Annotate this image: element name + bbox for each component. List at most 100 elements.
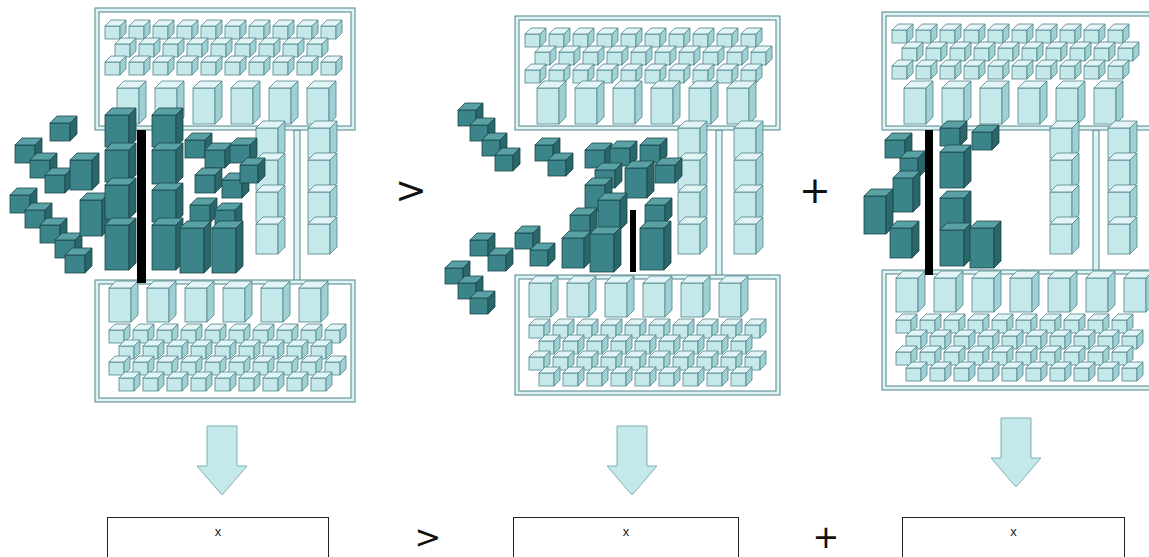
cube xyxy=(549,28,570,47)
operator-symbol: + xyxy=(813,521,840,553)
cube xyxy=(256,185,285,222)
cube xyxy=(1124,271,1149,312)
cube xyxy=(942,81,971,124)
cube xyxy=(129,20,150,39)
cube xyxy=(45,168,72,193)
cube xyxy=(273,20,294,39)
cube xyxy=(974,42,995,61)
box-text: x xyxy=(903,518,1124,539)
cube xyxy=(70,153,99,190)
cube xyxy=(1002,362,1023,381)
cube xyxy=(631,46,652,65)
cube xyxy=(607,46,628,65)
cube xyxy=(645,198,672,223)
down-arrow xyxy=(607,426,657,495)
cube xyxy=(201,56,222,75)
cube xyxy=(734,217,763,254)
cube xyxy=(1050,121,1079,158)
cube xyxy=(988,24,1009,43)
cube xyxy=(212,221,243,273)
cube xyxy=(1108,185,1137,222)
cube xyxy=(152,108,183,147)
cube xyxy=(1108,121,1137,158)
cube xyxy=(559,46,580,65)
cube xyxy=(231,81,260,124)
black-bars xyxy=(137,130,933,283)
operator-symbol: > xyxy=(395,171,427,209)
cube xyxy=(525,28,546,47)
cube xyxy=(904,81,933,124)
cube xyxy=(972,271,1001,312)
cube xyxy=(597,64,618,83)
cube xyxy=(693,64,714,83)
cube xyxy=(1074,362,1095,381)
cube xyxy=(187,38,208,57)
cube xyxy=(549,64,570,83)
cube xyxy=(190,198,217,223)
cube xyxy=(65,248,92,273)
cube xyxy=(535,46,556,65)
cube xyxy=(964,60,985,79)
cube xyxy=(934,271,963,312)
cube xyxy=(105,143,136,182)
cube xyxy=(563,367,584,386)
cube xyxy=(1108,153,1137,190)
cube xyxy=(193,81,222,124)
cube xyxy=(269,81,298,124)
cube xyxy=(180,221,211,273)
result-box: x xyxy=(902,517,1125,557)
divider xyxy=(1093,130,1099,272)
cube xyxy=(152,143,183,184)
cube xyxy=(717,28,738,47)
cube xyxy=(143,372,164,391)
cube xyxy=(1050,153,1079,190)
shelf-frame xyxy=(882,12,1149,130)
cube xyxy=(926,42,947,61)
cube xyxy=(261,281,290,322)
cube xyxy=(727,81,756,124)
shelf-frames xyxy=(95,8,1149,402)
cube xyxy=(734,185,763,222)
cube xyxy=(211,38,232,57)
cube xyxy=(681,276,710,317)
divider xyxy=(294,130,300,282)
cube xyxy=(1050,217,1079,254)
shelf-frame xyxy=(515,16,780,130)
cube xyxy=(575,81,604,124)
cube xyxy=(940,145,971,188)
cube xyxy=(321,56,342,75)
cube xyxy=(651,81,680,124)
cube xyxy=(998,42,1019,61)
cube xyxy=(240,158,265,183)
cube xyxy=(548,153,573,176)
cube xyxy=(215,372,236,391)
cube xyxy=(570,208,597,233)
cube xyxy=(678,217,707,254)
cube xyxy=(239,372,260,391)
cube xyxy=(590,227,621,272)
cube xyxy=(940,191,971,230)
cube xyxy=(105,108,136,147)
cube xyxy=(307,81,336,124)
cube xyxy=(307,38,328,57)
cube xyxy=(1084,24,1105,43)
cube xyxy=(864,189,893,234)
cube xyxy=(693,28,714,47)
cube xyxy=(689,81,718,124)
cube xyxy=(235,38,256,57)
cube xyxy=(488,248,513,271)
cube xyxy=(1108,60,1129,79)
cube xyxy=(1026,362,1047,381)
cube xyxy=(225,56,246,75)
cube xyxy=(964,24,985,43)
cube xyxy=(621,64,642,83)
cube xyxy=(916,60,937,79)
cube xyxy=(659,367,680,386)
cube xyxy=(719,276,748,317)
cube xyxy=(940,60,961,79)
cube xyxy=(1046,42,1067,61)
down-arrow xyxy=(197,426,247,495)
cube xyxy=(525,64,546,83)
cube xyxy=(972,125,999,150)
